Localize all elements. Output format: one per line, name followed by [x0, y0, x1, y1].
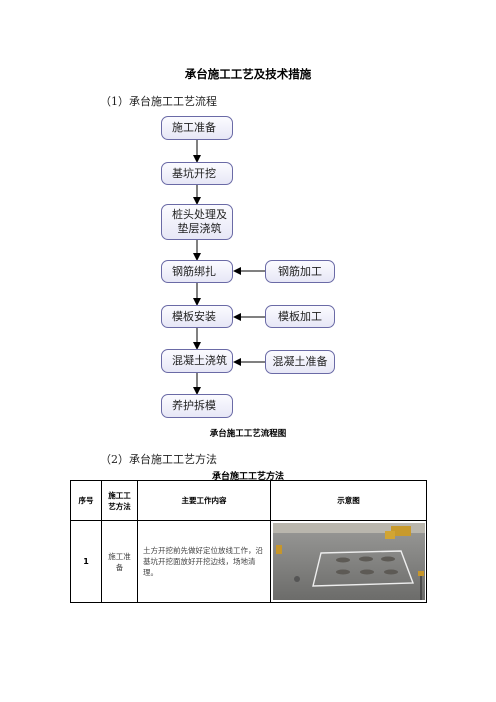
- flowchart-caption: 承台施工工艺流程图: [209, 429, 287, 439]
- flow-side-concrete-preparation: 混凝土准备: [265, 350, 335, 374]
- section-heading-method: （2）承台施工工艺方法: [100, 453, 217, 466]
- table-header-row: 序号 施工工艺方法 主要工作内容 示意图: [70, 480, 427, 521]
- method-table: 序号 施工工艺方法 主要工作内容 示意图 1 施工准备 土方开挖前先做好定位放线…: [70, 480, 427, 603]
- flowchart-arrows: [193, 140, 265, 395]
- site-photo-illustration: [273, 523, 425, 600]
- header-diagram: 示意图: [270, 480, 427, 521]
- row-number: 1: [70, 520, 102, 603]
- process-flowchart: 施工准备 基坑开挖 桩头处理及 垫层浇筑 钢筋绑扎 模板安装 混凝土浇筑 养护拆…: [161, 116, 335, 418]
- header-seq: 序号: [70, 480, 102, 521]
- flow-side-formwork-processing: 模板加工: [265, 305, 335, 328]
- row-method: 施工准备: [101, 520, 138, 603]
- flow-step-concrete-pouring: 混凝土浇筑: [161, 349, 233, 373]
- section-heading-process: （1）承台施工工艺流程: [100, 95, 217, 108]
- document-title: 承台施工工艺及技术措施: [184, 67, 312, 81]
- row-content: 土方开挖前先做好定位放线工作，沿基坑开挖面放好开挖边线，场地清理。: [137, 520, 271, 603]
- flow-step-curing: 养护拆模: [161, 394, 233, 418]
- flow-step-formwork-install: 模板安装: [161, 305, 233, 328]
- header-method: 施工工艺方法: [101, 480, 138, 521]
- flow-step-preparation: 施工准备: [161, 116, 233, 140]
- flow-side-rebar-processing: 钢筋加工: [265, 260, 335, 283]
- table-row: 1 施工准备 土方开挖前先做好定位放线工作，沿基坑开挖面放好开挖边线，场地清理。: [70, 520, 427, 603]
- header-content: 主要工作内容: [137, 480, 271, 521]
- table-title: 承台施工工艺方法: [211, 472, 284, 482]
- header-method-text: 施工工艺方法: [108, 490, 131, 511]
- flow-step-excavation: 基坑开挖: [161, 162, 233, 185]
- flow-step-pile-cushion: 桩头处理及 垫层浇筑: [161, 204, 233, 240]
- row-diagram-cell: [270, 520, 427, 603]
- row-method-text: 施工准备: [108, 551, 131, 572]
- flow-step-rebar-tying: 钢筋绑扎: [161, 260, 233, 283]
